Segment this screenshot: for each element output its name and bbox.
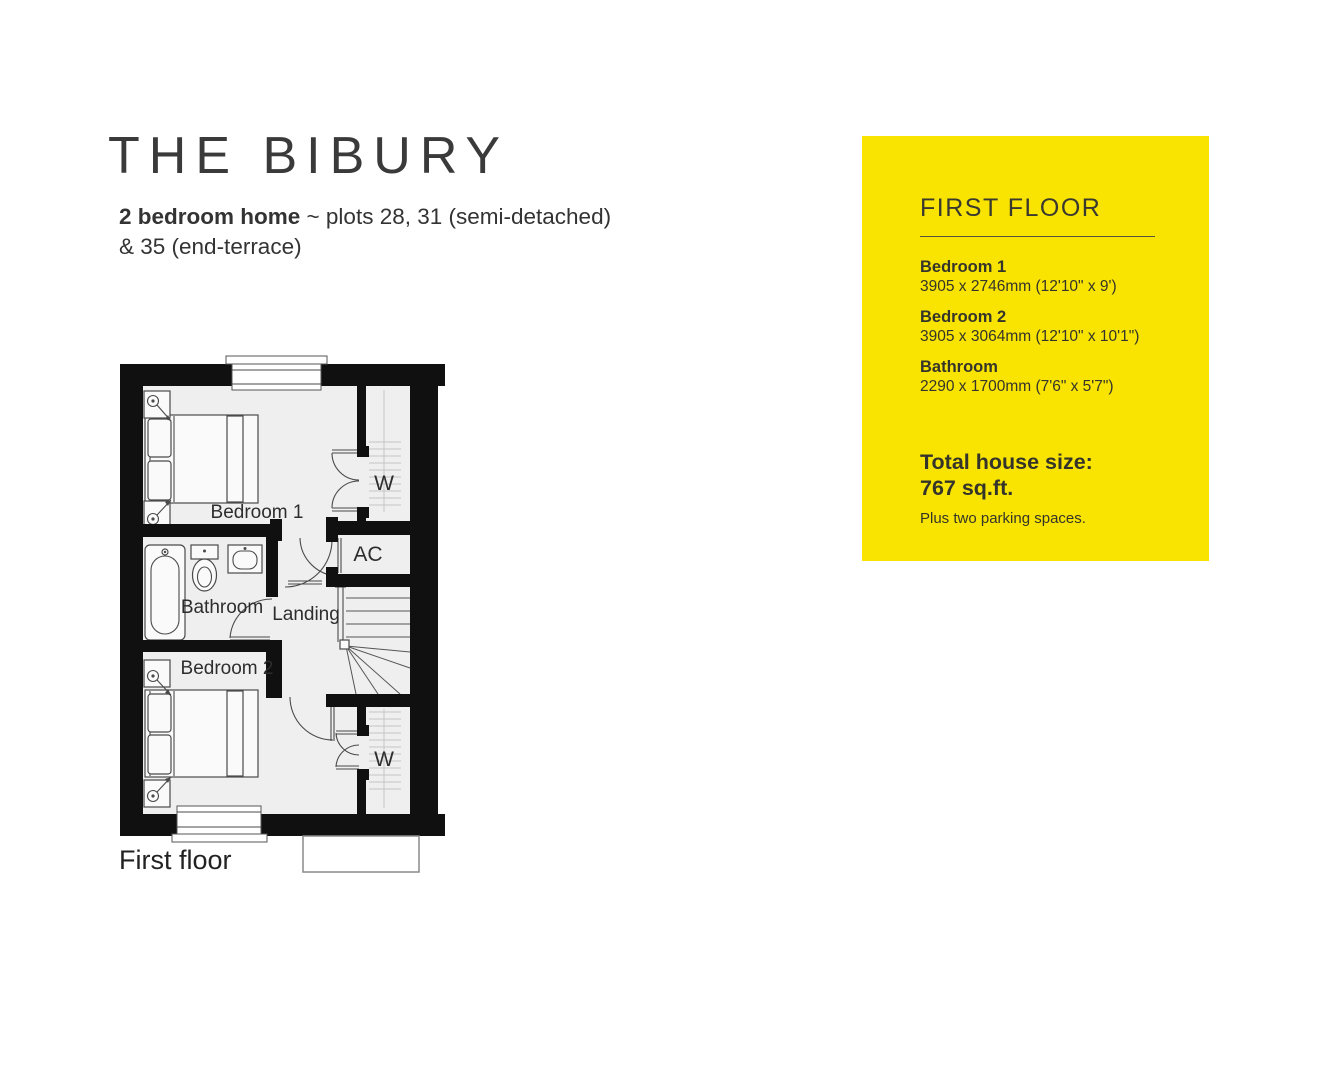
bedside-tables-bedroom2	[143, 659, 172, 808]
room-name: Bedroom 2	[920, 308, 1007, 326]
subtitle-bold: 2 bedroom home	[119, 204, 301, 229]
label-wardrobe-bottom: W	[374, 748, 394, 771]
bedside-tables-bedroom1	[143, 390, 172, 529]
bed-bedroom1	[144, 414, 259, 504]
total-label: Total house size:	[920, 450, 1093, 474]
floorplan-drawing: Bedroom 1 Bathroom Landing Bedroom 2 AC …	[120, 355, 445, 873]
page-title: THE BIBURY	[108, 127, 510, 185]
subtitle-line2: & 35 (end-terrace)	[119, 234, 302, 259]
floorplan-caption: First floor	[119, 845, 232, 875]
label-airing-cupboard: AC	[353, 543, 382, 566]
label-bedroom2: Bedroom 2	[181, 658, 274, 679]
room-spec-bathroom: Bathroom 2290 x 1700mm (7'6" x 5'7")	[920, 357, 1179, 397]
total-house-size: Total house size: 767 sq.ft.	[920, 449, 1179, 501]
toilet	[190, 544, 219, 592]
dimensions-panel: FIRST FLOOR Bedroom 1 3905 x 2746mm (12'…	[862, 136, 1209, 561]
page-subtitle: 2 bedroom home ~ plots 28, 31 (semi-deta…	[119, 202, 679, 262]
subtitle-rest: ~ plots 28, 31 (semi-detached)	[300, 204, 612, 229]
label-bathroom: Bathroom	[181, 597, 263, 618]
total-value: 767 sq.ft.	[920, 476, 1014, 500]
room-spec-bedroom2: Bedroom 2 3905 x 3064mm (12'10" x 10'1")	[920, 307, 1179, 347]
panel-heading: FIRST FLOOR	[920, 194, 1102, 222]
room-dims: 3905 x 2746mm (12'10" x 9')	[920, 278, 1117, 295]
wardrobe-top-shelves	[369, 390, 401, 512]
wardrobe-bottom-shelves	[369, 709, 401, 808]
room-spec-bedroom1: Bedroom 1 3905 x 2746mm (12'10" x 9')	[920, 257, 1179, 297]
panel-rule	[920, 236, 1155, 237]
room-name: Bedroom 1	[920, 258, 1007, 276]
room-name: Bathroom	[920, 358, 998, 376]
label-bedroom1: Bedroom 1	[211, 502, 304, 523]
bathtub	[144, 544, 186, 641]
sink	[227, 544, 263, 574]
room-dims: 3905 x 3064mm (12'10" x 10'1")	[920, 328, 1140, 345]
bed-bedroom2	[144, 689, 259, 778]
label-landing: Landing	[272, 604, 340, 625]
parking-note: Plus two parking spaces.	[920, 510, 1086, 527]
porch-outline	[302, 835, 420, 873]
window-bottom	[171, 805, 268, 843]
room-dims: 2290 x 1700mm (7'6" x 5'7")	[920, 378, 1114, 395]
label-wardrobe-top: W	[374, 472, 394, 495]
window-top	[225, 355, 328, 391]
